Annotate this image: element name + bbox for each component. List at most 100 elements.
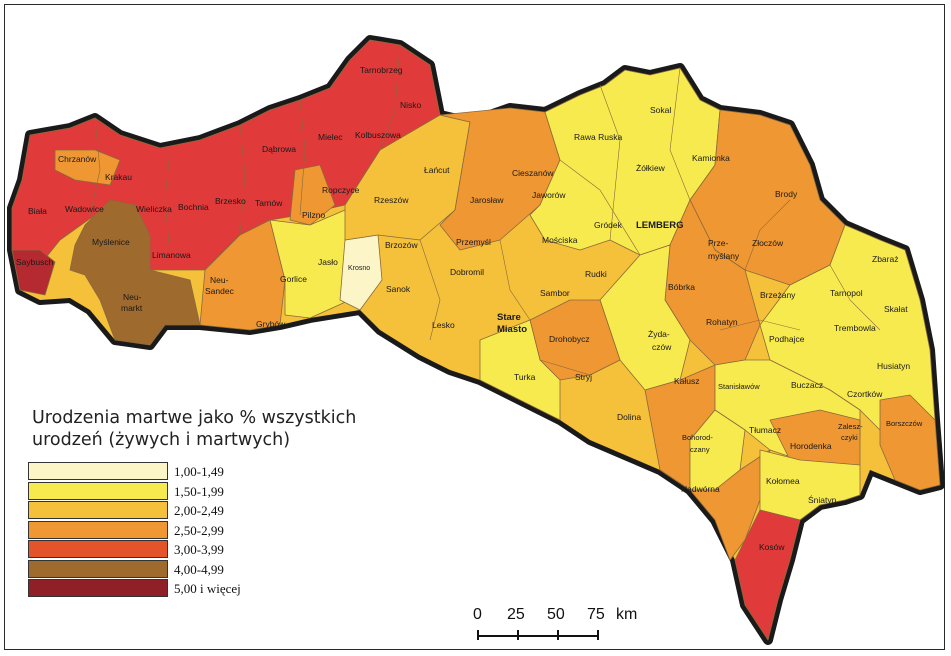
scale-unit: km [616, 606, 638, 623]
label-chrzanow: Chrzanów [58, 154, 97, 164]
label-tarnopol: Tarnopol [830, 288, 863, 298]
map-frame [4, 4, 945, 650]
scale-tick-label: 75 [587, 606, 605, 623]
zone-zydaczow-yellow [599, 244, 691, 391]
label-zaleszczyki-1: Zalesz- [838, 422, 863, 431]
label-rohatyn: Rohatyn [706, 317, 738, 327]
label-gorlice: Gorlice [280, 274, 307, 284]
label-bochnia: Bochnia [178, 202, 209, 212]
label-dolina: Dolina [617, 412, 641, 422]
legend-swatch [28, 559, 168, 578]
label-kosow: Kosów [759, 542, 785, 552]
legend-label: 1,00-1,49 [174, 464, 224, 479]
scale-tick-label: 0 [473, 606, 482, 623]
scale-tick-label: 50 [547, 606, 565, 623]
district-labels: Tarnobrzeg Nisko Kolbuszowa Mielec Dąbro… [16, 65, 923, 552]
label-neumarkt-1: Neu- [123, 292, 142, 302]
label-przemyslany-2: myślany [708, 251, 740, 261]
label-sniatyn: Śniatyn [808, 494, 837, 505]
label-wieliczka: Wieliczka [136, 204, 172, 214]
zone-nowysacz-orange [199, 219, 286, 331]
zone-myslenice-brown [69, 199, 201, 346]
label-kalusz: Kałusz [674, 376, 700, 386]
label-brzezany: Brzeżany [760, 290, 796, 300]
label-tlumacz: Tłumacz [749, 425, 781, 435]
legend-label: 4,00-4,99 [174, 561, 224, 577]
label-borszczow: Borszczów [886, 419, 923, 428]
label-zolkiew: Żółkiew [636, 163, 666, 173]
label-rawaruska: Rawa Ruska [574, 132, 622, 142]
zone-krakau-orange [54, 149, 121, 186]
label-sanok: Sanok [386, 284, 411, 294]
label-lemberg: LEMBERG [636, 220, 684, 231]
label-kamionka: Kamionka [692, 153, 730, 163]
label-jaslo: Jasło [318, 257, 338, 267]
label-podhajce: Podhajce [769, 334, 805, 344]
label-myslenice: Myślenice [92, 237, 130, 247]
zone-turka-yellow [479, 319, 561, 421]
label-pilzno: Pilzno [302, 210, 325, 220]
legend-label: 2,50-2,99 [174, 522, 224, 538]
label-jaroslaw: Jarosław [470, 195, 504, 205]
label-jaworow: Jaworów [532, 190, 566, 200]
label-zloczow: Złoczów [752, 238, 784, 248]
legend-label: 2,00-2,49 [174, 503, 224, 518]
label-saybusch: Saybusch [16, 257, 54, 267]
label-brzesko: Brzesko [215, 196, 246, 206]
label-przemysl: Przemyśl [456, 237, 491, 247]
label-drohobycz: Drohobycz [549, 334, 590, 344]
legend-title-line2: urodzeń (żywych i martwych) [32, 430, 291, 450]
legend-swatch [28, 481, 168, 500]
label-turka: Turka [514, 372, 536, 382]
district-boundaries [89, 44, 881, 376]
label-przemyslany-1: Prze- [708, 238, 728, 248]
label-dabrowa: Dąbrowa [262, 144, 296, 154]
label-neusandec-1: Neu- [210, 275, 229, 285]
label-bohorodczany-2: czany [690, 445, 710, 454]
label-kolomea: Kołomea [766, 476, 800, 486]
legend-title: Urodzenia martwe jako % wszystkich urodz… [32, 407, 392, 451]
label-staremiasto-1: Stare [497, 312, 521, 323]
label-brody: Brody [775, 189, 798, 199]
label-mielec: Mielec [318, 132, 343, 142]
label-zydaczow-2: czów [652, 342, 672, 352]
legend-swatch [28, 540, 168, 558]
label-biala: Biała [28, 206, 47, 216]
label-mosciska: Mościska [542, 235, 578, 245]
legend-label: 5,00 i więcej [174, 581, 241, 596]
label-dobromil: Dobromil [450, 267, 484, 277]
legend-label: 3,00-3,99 [174, 542, 224, 557]
label-buczacz: Buczacz [791, 380, 823, 390]
label-rudki: Rudki [585, 269, 607, 279]
legend-swatch [28, 520, 168, 539]
label-rzeszow: Rzeszów [374, 195, 409, 205]
label-limanowa: Limanowa [152, 250, 191, 260]
label-nisko: Nisko [400, 100, 422, 110]
label-trembowla: Trembowla [834, 323, 876, 333]
label-stanislawow: Stanisławów [718, 382, 760, 391]
label-ropczyce: Ropczyce [322, 185, 360, 195]
label-kolbuszowa: Kolbuszowa [355, 130, 401, 140]
label-skalat: Skałat [884, 304, 908, 314]
label-cieszanow: Cieszanów [512, 168, 554, 178]
legend-swatch [28, 501, 168, 519]
label-grybow: Grybów [256, 319, 286, 329]
label-czortkow: Czortków [847, 389, 883, 399]
scale-tick-label: 25 [507, 606, 525, 623]
label-neumarkt-2: markt [121, 303, 143, 313]
label-zbaraz: Zbaraż [872, 254, 898, 264]
label-lesko: Lesko [432, 320, 455, 330]
label-grodek: Gródek [594, 220, 623, 230]
label-staremiasto-2: Miasto [497, 324, 527, 335]
zone-kosow-red [734, 509, 801, 641]
label-husiatyn: Husiatyn [877, 361, 910, 371]
legend-swatch [28, 462, 168, 480]
label-tarnow: Tarnów [255, 198, 283, 208]
zone-podolia-yellow [759, 224, 936, 441]
scale-bar-graphic [477, 630, 599, 640]
label-lancut: Łańcut [424, 165, 450, 175]
legend-title-line1: Urodzenia martwe jako % wszystkich [32, 408, 357, 428]
zone-borszczow-orange [879, 394, 941, 491]
label-bohorodczany-1: Bohorod- [682, 433, 713, 442]
